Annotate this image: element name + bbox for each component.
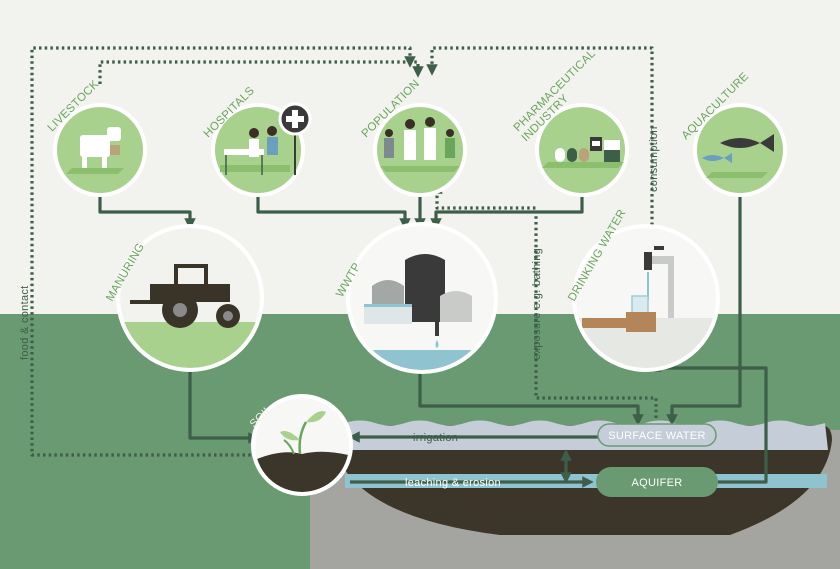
node-manuring [116,224,264,372]
food-contact-label: food & contact [19,285,31,360]
node-surface-water: SURFACE WATER [597,423,717,447]
node-wwtp [346,222,498,374]
leaching-label: leaching & erosion [405,477,501,489]
exposure-label: exposure e.g. bathing [531,248,543,360]
node-hospitals [211,102,312,197]
aquaculture-surfacewater-arrow [666,194,742,426]
node-soil [251,394,353,496]
consumption-arrow [426,46,654,225]
node-drinking-water [572,224,720,372]
livestock-manuring-arrow [98,193,196,230]
medical-cross-icon [278,102,312,175]
node-pharma [535,103,629,197]
hospitals-wwtp-arrow [256,193,411,230]
connections [30,46,768,488]
wwtp-surfacewater-arrow [418,372,644,426]
treatment-plant-icon [364,254,472,348]
people-icon [380,117,460,172]
fish-icon [702,134,774,178]
node-population [373,103,467,197]
medicine-icon [542,137,624,168]
sprout-icon [280,411,326,455]
pharma-wwtp-arrow [430,193,584,230]
exposure-arrow [431,182,658,418]
consumption-label: consumption [648,126,660,192]
node-aquaculture [693,103,787,197]
tractor-icon [130,264,240,328]
manuring-soil-arrow [188,370,260,444]
node-livestock [53,103,147,197]
hospital-scene-icon [220,126,290,175]
aquifer-label: AQUIFER [632,477,683,489]
node-aquifer: AQUIFER [596,467,718,497]
tap-glass-icon [582,246,674,332]
irrigation-label: irrigation [413,432,458,444]
cow-icon [66,127,124,174]
surface-water-label: SURFACE WATER [608,430,705,442]
